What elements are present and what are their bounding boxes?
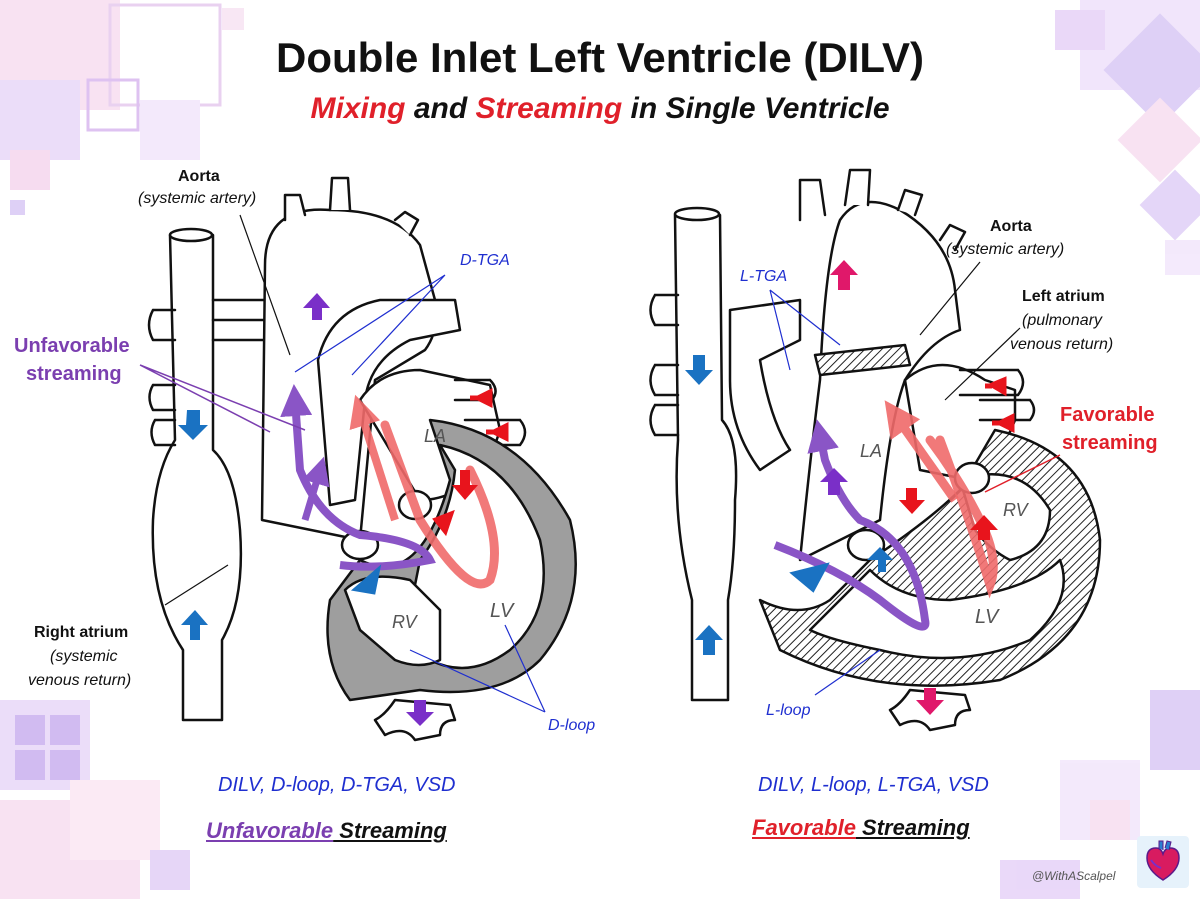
right-blue-arrow-ivc [695,625,723,655]
right-blue-arrow-mitral [867,547,893,572]
red-arrow-pv2 [486,421,509,443]
right-block-arrows [685,260,1015,715]
left-caption: DILV, D-loop, D-TGA, VSD [218,774,456,796]
right-streaming-label-2: streaming [1062,432,1158,454]
left-aorta-sub: (systemic artery) [138,190,257,207]
right-streaming-caption-word: Favorable [752,815,856,840]
left-streaming-label-2: streaming [26,363,122,385]
left-mixed-stream [280,384,436,571]
blue-arrow-tricuspid [350,564,382,595]
left-vena-cava-ra [151,228,243,722]
right-la-sub-1: (pulmonary [1022,312,1103,329]
subtitle-part-streaming: Streaming [475,92,623,125]
right-lv-text: LV [975,606,999,628]
left-loop-label: D-loop [548,717,596,734]
right-pulmonary-artery [728,298,802,472]
right-oxygenated-stream [925,435,998,599]
right-la-label: Left atrium [1022,288,1105,305]
right-aorta-sub: (systemic artery) [946,241,1065,258]
right-red-arrow-rv [970,515,998,540]
right-lv-cavity [808,558,1065,660]
left-block-arrows [178,293,509,726]
subtitle-part-and: and [405,92,476,125]
right-loop-label: L-loop [766,702,811,719]
right-purple-arrow-pa [820,468,848,495]
right-blue-arrow-tricuspid [789,562,830,593]
red-arrow-la [452,470,478,500]
left-la-text: LA [424,426,447,446]
left-streaming-caption-rest: Streaming [333,818,447,843]
heart-icon [1146,840,1180,881]
left-heart-diagram [147,176,577,742]
blue-arrow-ivc [181,610,208,640]
right-vena-cava-ra [673,208,738,702]
left-streaming-caption-word: Unfavorable [206,818,334,843]
right-red-arrow-la [899,488,925,514]
red-arrow-pv1 [470,387,493,409]
right-mixed-stream [773,419,930,631]
right-pink-arrow-desc [916,688,944,715]
left-streaming-caption: Unfavorable Streaming [206,818,447,844]
left-ra-sub-1: (systemic [50,648,118,665]
subtitle-part-mixing: Mixing [310,92,406,125]
left-tga-label: D-TGA [460,252,510,269]
right-rv-text: RV [1003,500,1028,520]
right-red-arrow-pv1 [985,376,1007,397]
left-rv-chamber [343,575,442,667]
right-red-arrow-pv2 [992,412,1015,434]
subtitle-part-rest: in Single Ventricle [622,92,890,125]
red-arrow-mitral [432,509,455,537]
right-streaming-caption: Favorable Streaming [752,815,970,841]
left-oxygenated-stream [380,420,499,589]
left-streaming-label-1: Unfavorable [14,335,130,357]
left-lv-text: LV [490,600,514,622]
left-rv-text: RV [392,612,417,632]
page-title: Double Inlet Left Ventricle (DILV) [276,34,924,81]
page-subtitle: Mixing and Streaming in Single Ventricle [0,92,1200,126]
right-aorta-label: Aorta [990,218,1032,235]
purple-arrow-desc [406,700,434,726]
credit-text: @WithAScalpel [1032,869,1116,883]
left-flow-paths [280,384,499,589]
right-flow-paths [773,400,998,631]
blue-arrow-svc [178,410,208,440]
right-la-text: LA [860,441,883,461]
right-pink-arrow-aorta [830,260,858,290]
right-la-sub-2: venous return) [1010,336,1114,353]
right-blue-arrow-svc [685,355,713,385]
purple-arrow-pa [303,293,330,320]
right-streaming-label-1: Favorable [1060,404,1155,426]
right-caption: DILV, L-loop, L-TGA, VSD [758,774,989,796]
left-aorta-label: Aorta [178,168,220,185]
left-ra-label: Right atrium [34,624,129,641]
right-streaming-caption-rest: Streaming [855,815,970,840]
right-tga-label: L-TGA [740,268,788,285]
left-ra-sub-2: venous return) [28,672,132,689]
heart-logo [1137,836,1189,888]
leader-lines [139,214,1061,713]
